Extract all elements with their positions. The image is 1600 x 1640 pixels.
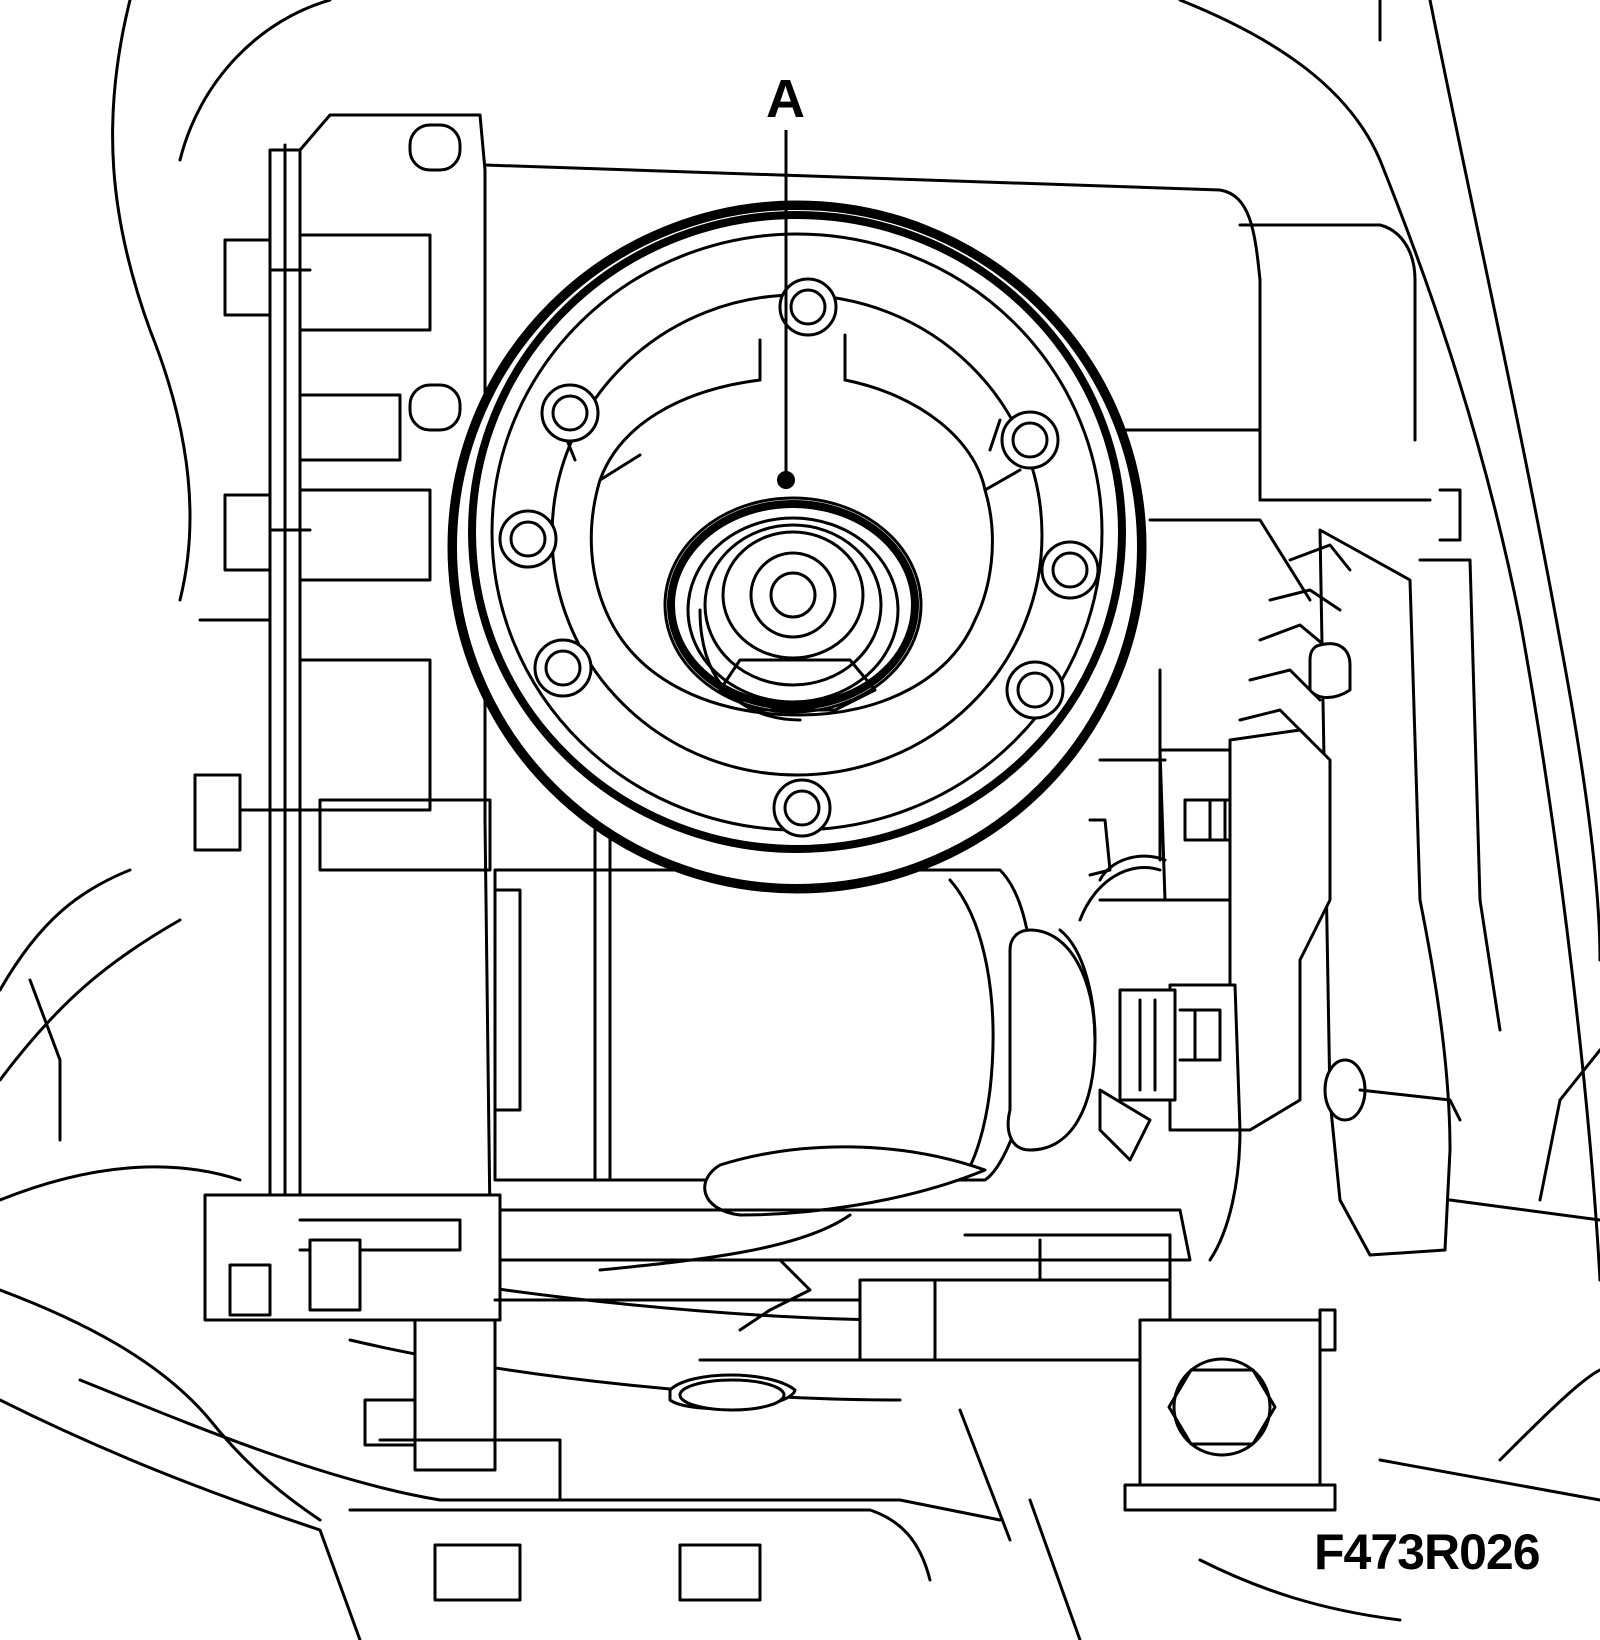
pulley-bolt-holes: [500, 279, 1098, 836]
bolt-hole-right: [1042, 542, 1098, 598]
bolt-hole-upper-left: [542, 385, 598, 441]
mounting-bracket: [195, 115, 490, 1220]
bolt-hole-lower-left: [535, 640, 591, 696]
figure-id: F473R026: [1314, 1524, 1540, 1580]
bolt-hole-lower-right: [1007, 662, 1063, 718]
crankshaft-pulley: [449, 202, 1145, 892]
bolt-hole-left: [500, 511, 556, 567]
starter-motor-body: [490, 830, 1190, 1270]
right-bracket: [1240, 530, 1460, 1255]
callout-a-label: A: [766, 69, 805, 129]
bolt-hole-upper-right: [1002, 412, 1058, 468]
bolt-hole-bottom: [774, 780, 830, 836]
callout-a-leader: [777, 130, 795, 489]
pulley-center-bolt: [665, 498, 921, 720]
lower-mounts: [205, 1195, 1335, 1600]
engine-housing: [485, 165, 1500, 1030]
wiring-connectors: [1080, 670, 1330, 1260]
bolt-hole-top: [780, 279, 836, 335]
